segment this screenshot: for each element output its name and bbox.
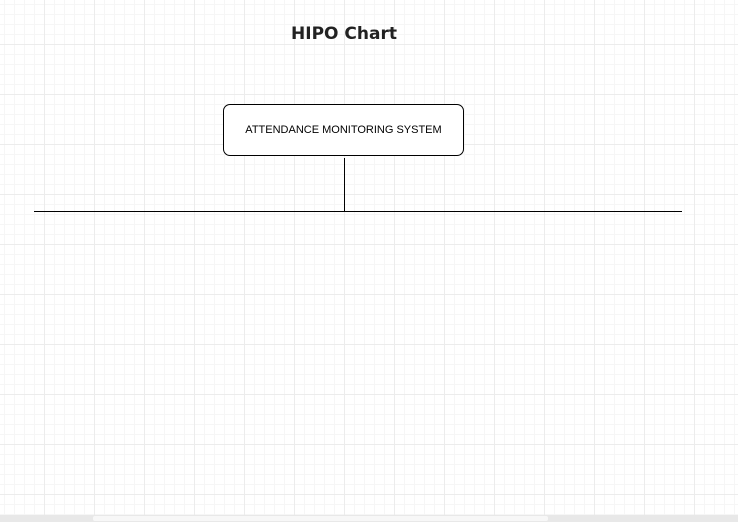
root-module-box[interactable]: ATTENDANCE MONITORING SYSTEM (223, 104, 464, 156)
diagram-title[interactable]: HIPO Chart (291, 24, 397, 44)
vertical-connector-line[interactable] (344, 158, 345, 212)
horizontal-scrollbar-thumb[interactable] (93, 516, 548, 521)
horizontal-connector-line[interactable] (34, 211, 682, 212)
root-module-label: ATTENDANCE MONITORING SYSTEM (245, 124, 442, 136)
